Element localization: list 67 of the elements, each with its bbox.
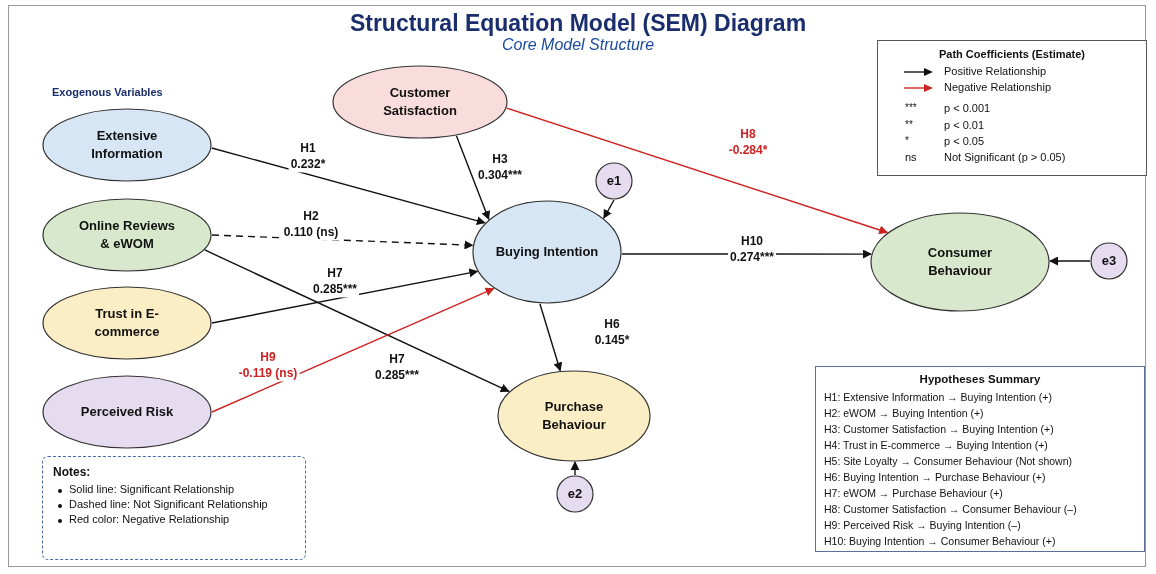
node-label: Trust in E-commerce (93, 305, 161, 341)
note-item: Dashed line: Not Significant Relationship (69, 498, 268, 510)
error-term-circle (1090, 242, 1128, 280)
hypotheses-heading: Hypotheses Summary (918, 373, 1042, 385)
hypothesis-line: H6: Buying Intention → Purchase Behaviour (+) (824, 470, 1047, 485)
latent-variable-ellipse (472, 200, 622, 304)
latent-variable-ellipse (42, 108, 212, 182)
significance-text: p < 0.001 (944, 102, 991, 114)
node-label: e1 (606, 172, 622, 190)
hypotheses-panel (815, 366, 1145, 552)
arrow (211, 147, 486, 226)
significance-symbol: * (905, 135, 909, 146)
latent-variable-ellipse (497, 370, 651, 462)
error-term-circle (595, 162, 633, 200)
arrow (211, 268, 479, 324)
edge-label: H7 0.285*** (311, 266, 359, 298)
arrow (621, 249, 873, 259)
hypothesis-line: H5: Site Loyalty → Consumer Behaviour (Not shown) (824, 454, 1074, 469)
latent-variable-ellipse (870, 212, 1050, 312)
arrow (539, 303, 563, 372)
error-term-circle (556, 475, 594, 513)
significance-text: p < 0.05 (944, 135, 985, 147)
legend-text: Negative Relationship (944, 81, 1051, 93)
hypothesis-line: H10: Buying Intention → Consumer Behaviour (+) (824, 534, 1057, 549)
latent-variable-ellipse (332, 65, 508, 139)
latent-variable-ellipse (42, 375, 212, 449)
arrow (506, 107, 889, 235)
legend-heading: Path Coefficients (Estimate) (937, 48, 1087, 60)
node-label: Purchase Behaviour (541, 398, 607, 434)
legend-text: Positive Relationship (944, 65, 1047, 77)
arrow (1049, 256, 1091, 266)
significance-symbol: ** (905, 119, 913, 130)
significance-symbol: *** (905, 102, 917, 113)
hypothesis-line: H1: Extensive Information → Buying Intention (+) (824, 390, 1053, 405)
arrow (204, 249, 510, 393)
notes-panel (42, 456, 306, 560)
note-item: Solid line: Significant Relationship (69, 483, 235, 495)
latent-variable-ellipse (42, 198, 212, 272)
hypothesis-line: H7: eWOM → Purchase Behaviour (+) (824, 486, 1004, 501)
edge-label: H9 -0.119 (ns) (236, 350, 300, 382)
note-item: Red color: Negative Relationship (69, 513, 230, 525)
node-label: Consumer Behaviour (926, 244, 994, 280)
arrow (211, 287, 495, 413)
hypothesis-line: H3: Customer Satisfaction → Buying Intention (+) (824, 422, 1055, 437)
node-label: e3 (1101, 252, 1117, 270)
significance-text: Not Significant (p > 0.05) (944, 151, 1066, 163)
node-label: e2 (567, 485, 583, 503)
edge-label: H2 0.110 (ns) (281, 209, 341, 241)
significance-symbol: ns (905, 151, 917, 163)
node-label: Extensive Information (90, 127, 164, 163)
hypothesis-line: H9: Perceived Risk → Buying Intention (–) (824, 518, 1022, 533)
node-label: Buying Intention (495, 243, 599, 261)
node-label: Perceived Risk (80, 403, 174, 421)
significance-text: p < 0.01 (944, 119, 985, 131)
arrow (455, 135, 490, 221)
arrow (570, 461, 580, 476)
notes-heading: Notes: (53, 465, 92, 479)
arrow (603, 199, 615, 219)
diagram-title: Structural Equation Model (SEM) Diagram (348, 10, 808, 37)
node-label: Online Reviews & eWOM (77, 217, 177, 253)
group-heading: Exogenous Variables (52, 86, 163, 98)
hypothesis-line: H8: Customer Satisfaction → Consumer Behaviour (–) (824, 502, 1078, 517)
latent-variable-ellipse (42, 286, 212, 360)
edge-label: H1 0.232* (288, 141, 328, 173)
hypothesis-line: H2: eWOM → Buying Intention (+) (824, 406, 985, 421)
node-label: Customer Satisfaction (382, 84, 458, 120)
hypothesis-line: H4: Trust in E-commerce → Buying Intention (+) (824, 438, 1049, 453)
